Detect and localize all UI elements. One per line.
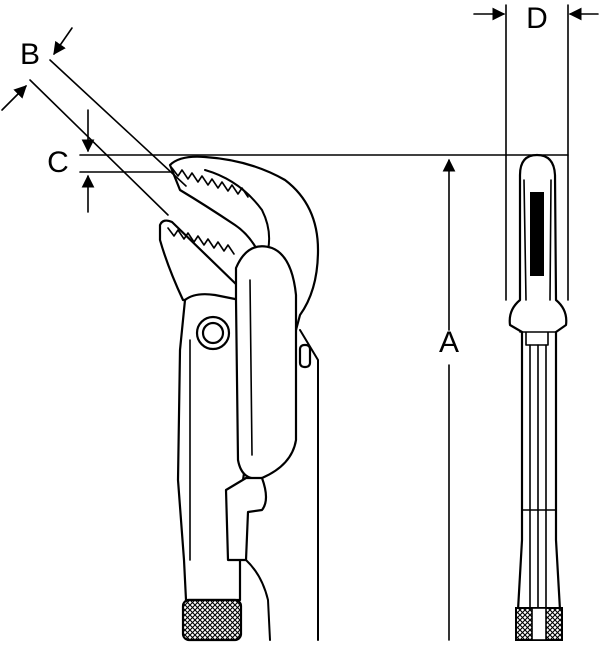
- rear-rivet: [298, 343, 312, 369]
- dimension-d-label: D: [526, 2, 548, 35]
- dimension-b-extension-1: [49, 59, 187, 187]
- dimension-a: A: [439, 158, 459, 641]
- dimension-a-label: A: [439, 326, 459, 359]
- dimension-b-arrow-1: [53, 27, 73, 56]
- dimension-c-label: C: [47, 146, 69, 179]
- dimension-d: D: [473, 2, 599, 301]
- dimension-b-arrow-2: [1, 85, 27, 111]
- wrench-side-view: [158, 155, 320, 642]
- lower-jaw-teeth: [167, 227, 235, 255]
- upper-jaw-teeth: [171, 167, 249, 198]
- cover-plate: [234, 245, 298, 480]
- pivot-pin-inner: [201, 321, 225, 345]
- rear-handle-edge: [299, 329, 319, 641]
- dimension-b-extension-2: [29, 79, 169, 216]
- dimension-b: B: [1, 27, 187, 216]
- knurled-adjuster-nut: [181, 598, 243, 642]
- front-nut-gap: [531, 607, 547, 641]
- front-handle-lines: [529, 344, 547, 631]
- cover-plate-edge: [249, 279, 253, 456]
- dimension-b-label: B: [20, 38, 40, 71]
- hook-inner-curve: [204, 169, 271, 251]
- dimension-c: C: [47, 109, 95, 213]
- front-pivot-joint: [519, 331, 557, 346]
- front-jaw-inner: [523, 179, 552, 301]
- adjusting-sleeve: [224, 476, 268, 562]
- front-jaw-slot: [530, 192, 544, 276]
- lower-handle-curve: [245, 559, 271, 641]
- wrench-front-view: [508, 153, 568, 641]
